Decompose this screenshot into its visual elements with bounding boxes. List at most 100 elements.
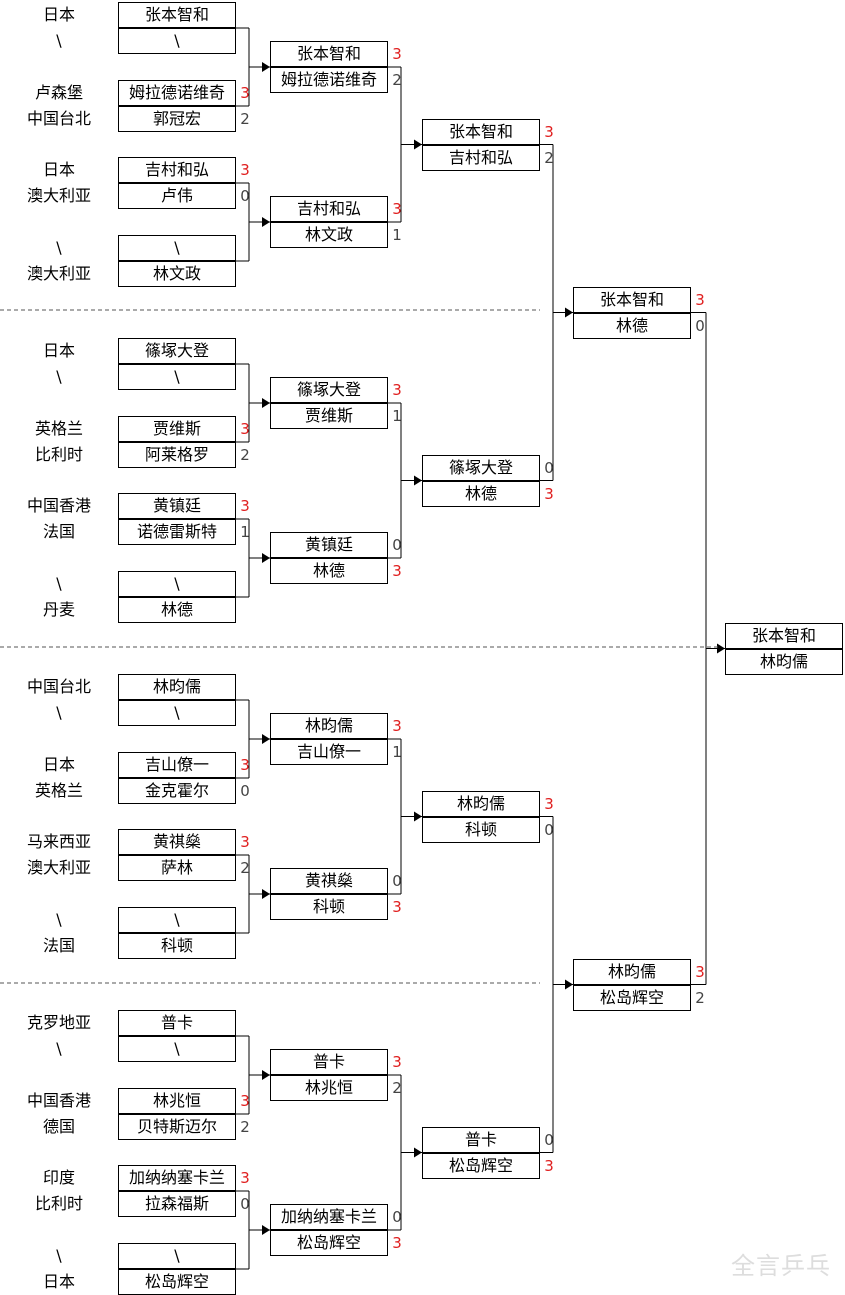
country-label: \ <box>56 238 62 257</box>
score: 0 <box>695 316 705 335</box>
match-bottom-player: 科顿 <box>270 894 388 920</box>
country-label: 中国台北 <box>26 677 91 696</box>
country-label: \ <box>56 1039 62 1058</box>
country-label: 克罗地亚 <box>26 1013 91 1032</box>
score: 3 <box>392 717 402 735</box>
score: 3 <box>544 1156 554 1175</box>
country-label: 英格兰 <box>34 781 83 800</box>
match-bottom-player: 林文政 <box>270 222 388 248</box>
score: 2 <box>240 110 250 128</box>
player-box: 拉森福斯 <box>118 1191 236 1217</box>
player-box: 林德 <box>118 597 236 623</box>
country-label: 澳大利亚 <box>26 858 91 877</box>
country-label: 日本 <box>42 5 75 24</box>
arrow-head <box>262 889 270 899</box>
match-top-player: 林昀儒 <box>573 958 691 985</box>
country-label: 日本 <box>42 160 75 179</box>
arrow-head <box>414 139 422 150</box>
match-bottom-player: 贾维斯 <box>270 403 388 429</box>
player-box: 卢伟 <box>118 183 236 209</box>
final-bottom-player: 林昀儒 <box>725 648 843 675</box>
score: 3 <box>240 420 250 438</box>
score: 3 <box>392 562 402 580</box>
country-label: 比利时 <box>34 445 83 464</box>
score: 0 <box>240 782 250 800</box>
arrow-head <box>717 643 725 654</box>
arrow-head <box>262 398 270 408</box>
player-box: \ <box>118 235 236 261</box>
match-top-player: 林昀儒 <box>422 790 540 817</box>
country-label: 中国台北 <box>26 109 91 128</box>
match-top-player: 普卡 <box>422 1126 540 1153</box>
country-label: \ <box>56 1246 62 1265</box>
score: 2 <box>240 1118 250 1136</box>
country-label: 法国 <box>42 936 75 955</box>
score: 1 <box>240 523 250 541</box>
arrow-head <box>262 62 270 72</box>
score: 0 <box>392 536 402 554</box>
player-box: 林文政 <box>118 261 236 287</box>
match-bottom-player: 松岛辉空 <box>270 1230 388 1256</box>
player-box: 吉村和弘 <box>118 157 236 183</box>
score: 3 <box>392 1234 402 1252</box>
match-bottom-player: 林德 <box>573 312 691 339</box>
score: 1 <box>392 407 402 425</box>
match-top-player: 黄祺燊 <box>270 868 388 894</box>
arrow-head <box>262 734 270 744</box>
country-label: \ <box>56 910 62 929</box>
player-box: 黄祺燊 <box>118 829 236 855</box>
match-top-player: 篠塚大登 <box>270 377 388 403</box>
country-label: \ <box>56 31 62 50</box>
score: 3 <box>392 1053 402 1071</box>
score: 0 <box>392 1208 402 1226</box>
country-label: 日本 <box>42 755 75 774</box>
match-bottom-player: 松岛辉空 <box>422 1152 540 1179</box>
match-top-player: 张本智和 <box>270 41 388 67</box>
score: 2 <box>392 71 402 89</box>
score: 3 <box>240 1092 250 1110</box>
country-label: 澳大利亚 <box>26 264 91 283</box>
match-top-player: 张本智和 <box>422 118 540 145</box>
score: 0 <box>392 872 402 890</box>
country-label: 比利时 <box>34 1194 83 1213</box>
country-label: 法国 <box>42 522 75 541</box>
player-box: 科顿 <box>118 933 236 959</box>
score: 3 <box>392 45 402 63</box>
score: 2 <box>240 859 250 877</box>
match-top-player: 张本智和 <box>573 286 691 313</box>
country-label: 德国 <box>42 1117 75 1136</box>
score: 0 <box>544 458 554 477</box>
player-box: 吉山僚一 <box>118 752 236 778</box>
score: 3 <box>695 290 705 309</box>
arrow-head <box>414 1147 422 1158</box>
match-top-player: 林昀儒 <box>270 713 388 739</box>
arrow-head <box>262 553 270 563</box>
player-box: 郭冠宏 <box>118 106 236 132</box>
score: 3 <box>544 794 554 813</box>
player-box: \ <box>118 700 236 726</box>
score: 3 <box>240 833 250 851</box>
country-label: 英格兰 <box>34 419 83 438</box>
arrow-head <box>262 1225 270 1235</box>
score: 2 <box>392 1079 402 1097</box>
player-box: 姆拉德诺维奇 <box>118 80 236 106</box>
country-label: 丹麦 <box>42 600 75 619</box>
player-box: 松岛辉空 <box>118 1269 236 1295</box>
player-box: 篠塚大登 <box>118 338 236 364</box>
player-box: 林兆恒 <box>118 1088 236 1114</box>
match-top-player: 加纳纳塞卡兰 <box>270 1204 388 1230</box>
match-top-player: 篠塚大登 <box>422 454 540 481</box>
score: 3 <box>544 484 554 503</box>
country-label: 日本 <box>42 1272 75 1291</box>
player-box: 诺德雷斯特 <box>118 519 236 545</box>
score: 2 <box>240 446 250 464</box>
player-box: \ <box>118 571 236 597</box>
country-label: 中国香港 <box>26 1091 91 1110</box>
country-label: 印度 <box>42 1168 75 1187</box>
score: 3 <box>240 1169 250 1187</box>
country-label: 澳大利亚 <box>26 186 91 205</box>
player-box: 加纳纳塞卡兰 <box>118 1165 236 1191</box>
player-box: \ <box>118 1036 236 1062</box>
score: 3 <box>240 756 250 774</box>
